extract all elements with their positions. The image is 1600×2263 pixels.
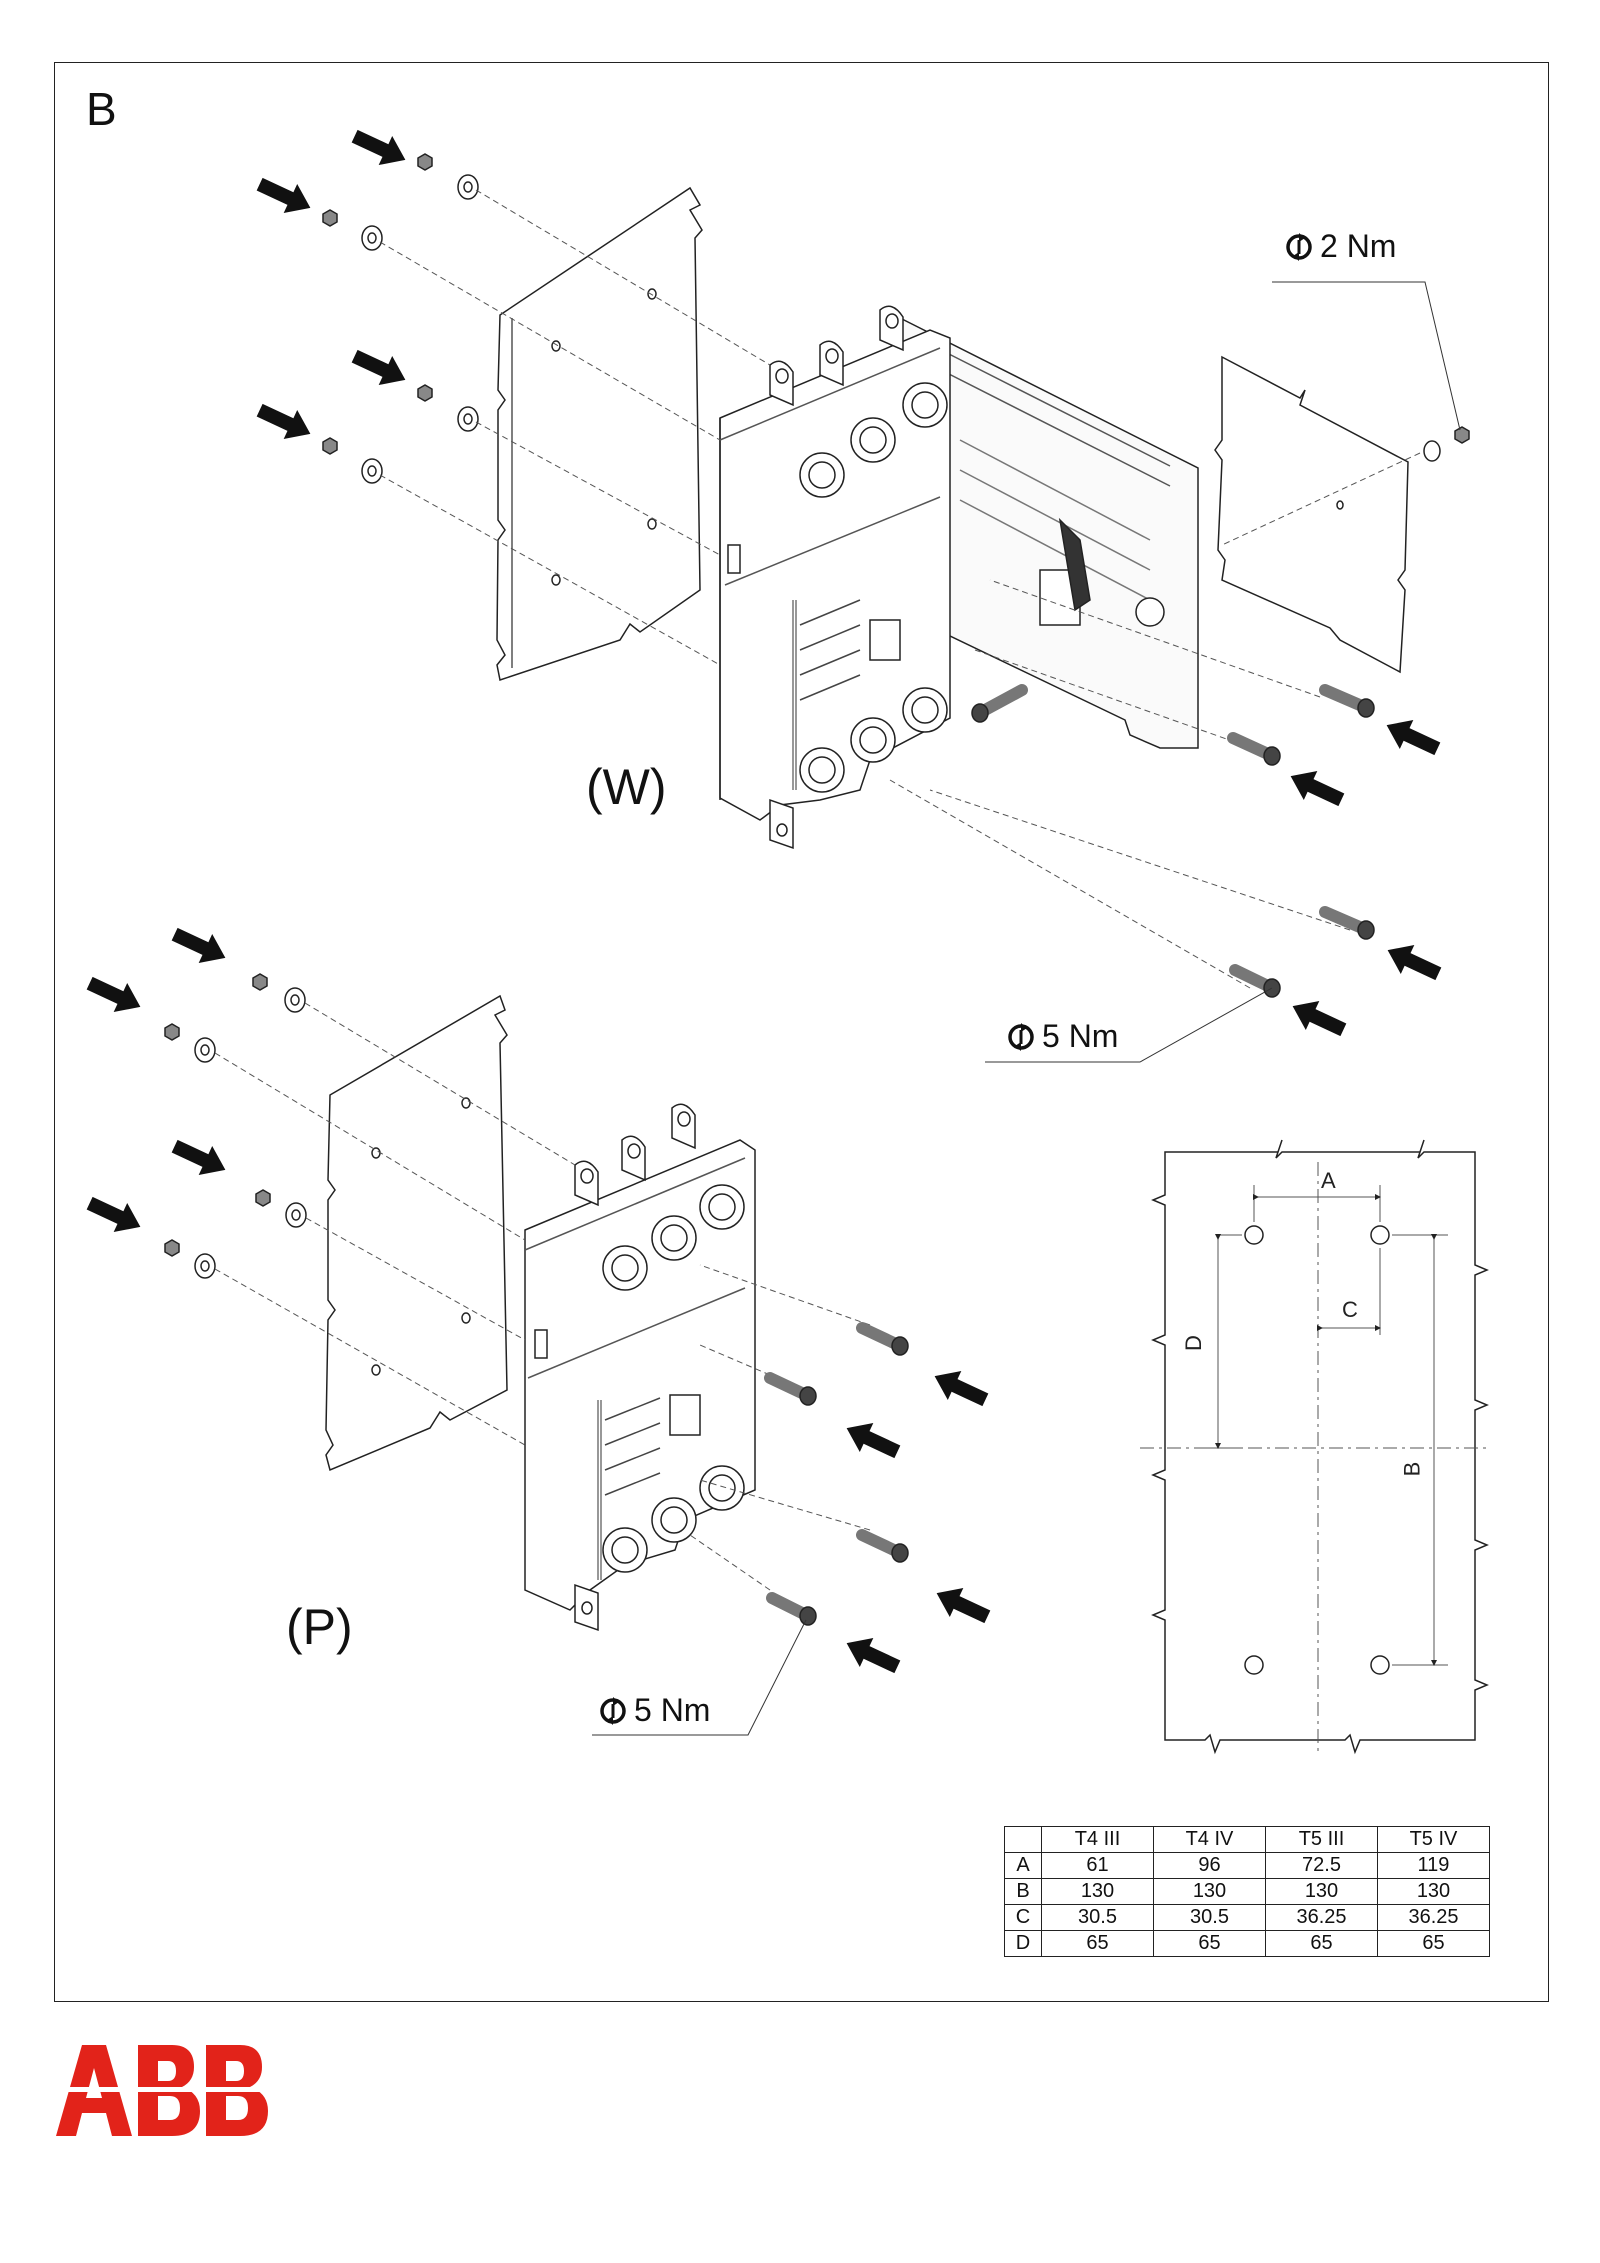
drawing-frame: [54, 62, 1549, 2002]
row-label: A: [1004, 1852, 1042, 1879]
w-breaker-assembly: [719, 305, 1199, 850]
table-cell: 65: [1377, 1930, 1490, 1957]
dimension-label-d: D: [1180, 1335, 1206, 1351]
table-row: D 65 65 65 65: [1004, 1930, 1490, 1957]
torque-callout-5nm-withdrawable: 5 Nm: [1004, 1018, 1118, 1055]
table-cell: 36.25: [1377, 1904, 1490, 1931]
torque-leader-lines: [592, 281, 1461, 1736]
tightening-torque-icon: [1008, 1022, 1034, 1051]
torque-value: 5 Nm: [1042, 1018, 1119, 1054]
torque-callout-2nm: 2 Nm: [1282, 228, 1396, 265]
table-cell: 30.5: [1153, 1904, 1266, 1931]
p-mounting-plate: [325, 994, 508, 1472]
table-cell: 119: [1377, 1852, 1490, 1879]
table-cell: 130: [1377, 1878, 1490, 1905]
table-cell: 65: [1153, 1930, 1266, 1957]
column-header: T4 IV: [1153, 1826, 1266, 1853]
tightening-torque-icon: [600, 1696, 626, 1725]
tightening-torque-icon: [1286, 232, 1312, 261]
insertion-arrows: [86, 129, 1442, 1674]
table-cell: 61: [1041, 1852, 1154, 1879]
table-row: A 61 96 72.5 119: [1004, 1852, 1490, 1879]
table-cell: 72.5: [1265, 1852, 1378, 1879]
w-alignment-lines: [379, 189, 1421, 989]
table-cell: 65: [1041, 1930, 1154, 1957]
column-header: T5 IV: [1377, 1826, 1490, 1853]
table-corner-cell: [1004, 1826, 1042, 1853]
dimension-table: T4 III T4 IV T5 III T5 IV A 61 96 72.5 1…: [1004, 1826, 1490, 1957]
view-label-withdrawable: (W): [586, 759, 667, 815]
w-fixing-screws: [971, 684, 1375, 998]
dimension-label-a: A: [1321, 1168, 1336, 1193]
column-header: T5 III: [1265, 1826, 1378, 1853]
table-cell: 130: [1265, 1878, 1378, 1905]
w-rear-plate: [1214, 355, 1409, 674]
section-letter: B: [86, 83, 117, 135]
p-fixing-screws: [764, 1322, 909, 1626]
table-row: B 130 130 130 130: [1004, 1878, 1490, 1905]
dimension-diagram: [1140, 1139, 1490, 1755]
table-cell: 96: [1153, 1852, 1266, 1879]
row-label: B: [1004, 1878, 1042, 1905]
column-header: T4 III: [1041, 1826, 1154, 1853]
table-header-row: T4 III T4 IV T5 III T5 IV: [1004, 1826, 1490, 1853]
dimension-label-b: B: [1399, 1461, 1425, 1477]
table-cell: 130: [1041, 1878, 1154, 1905]
table-cell: 30.5: [1041, 1904, 1154, 1931]
p-alignment-lines: [214, 1002, 871, 1591]
dimension-label-c: C: [1342, 1297, 1358, 1322]
p-breaker-assembly: [524, 1103, 756, 1632]
p-nuts-and-washers: [164, 973, 307, 1279]
table-cell: 65: [1265, 1930, 1378, 1957]
view-label-plug-in: (P): [286, 1599, 353, 1655]
row-label: D: [1004, 1930, 1042, 1957]
torque-callout-5nm-plug-in: 5 Nm: [596, 1692, 710, 1729]
table-row: C 30.5 30.5 36.25 36.25: [1004, 1904, 1490, 1931]
row-label: C: [1004, 1904, 1042, 1931]
torque-value: 5 Nm: [634, 1692, 711, 1728]
table-cell: 130: [1153, 1878, 1266, 1905]
w-mounting-plate: [496, 186, 703, 681]
w-nuts-and-washers: [322, 153, 1470, 484]
abb-logo: [54, 2045, 294, 2136]
torque-value: 2 Nm: [1320, 228, 1397, 264]
table-cell: 36.25: [1265, 1904, 1378, 1931]
